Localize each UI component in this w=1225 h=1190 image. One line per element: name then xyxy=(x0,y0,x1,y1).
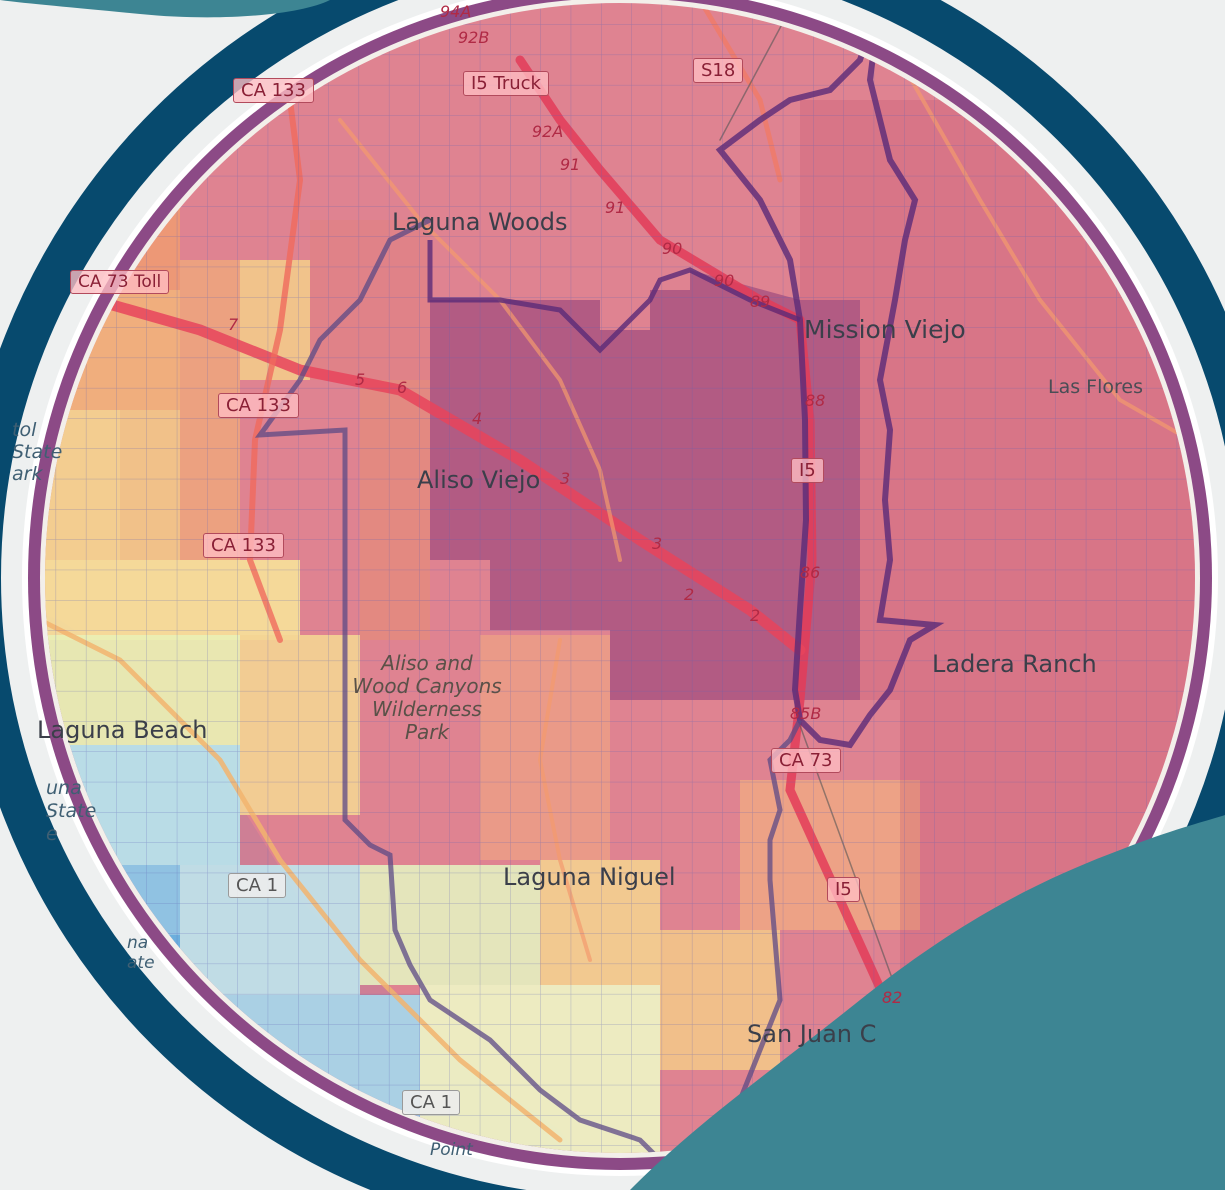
district-boundary-outline xyxy=(715,3,945,749)
teal-wave-shape xyxy=(630,815,1225,1190)
core-boundary-outline xyxy=(427,240,801,354)
teal-top-shape xyxy=(0,0,330,18)
